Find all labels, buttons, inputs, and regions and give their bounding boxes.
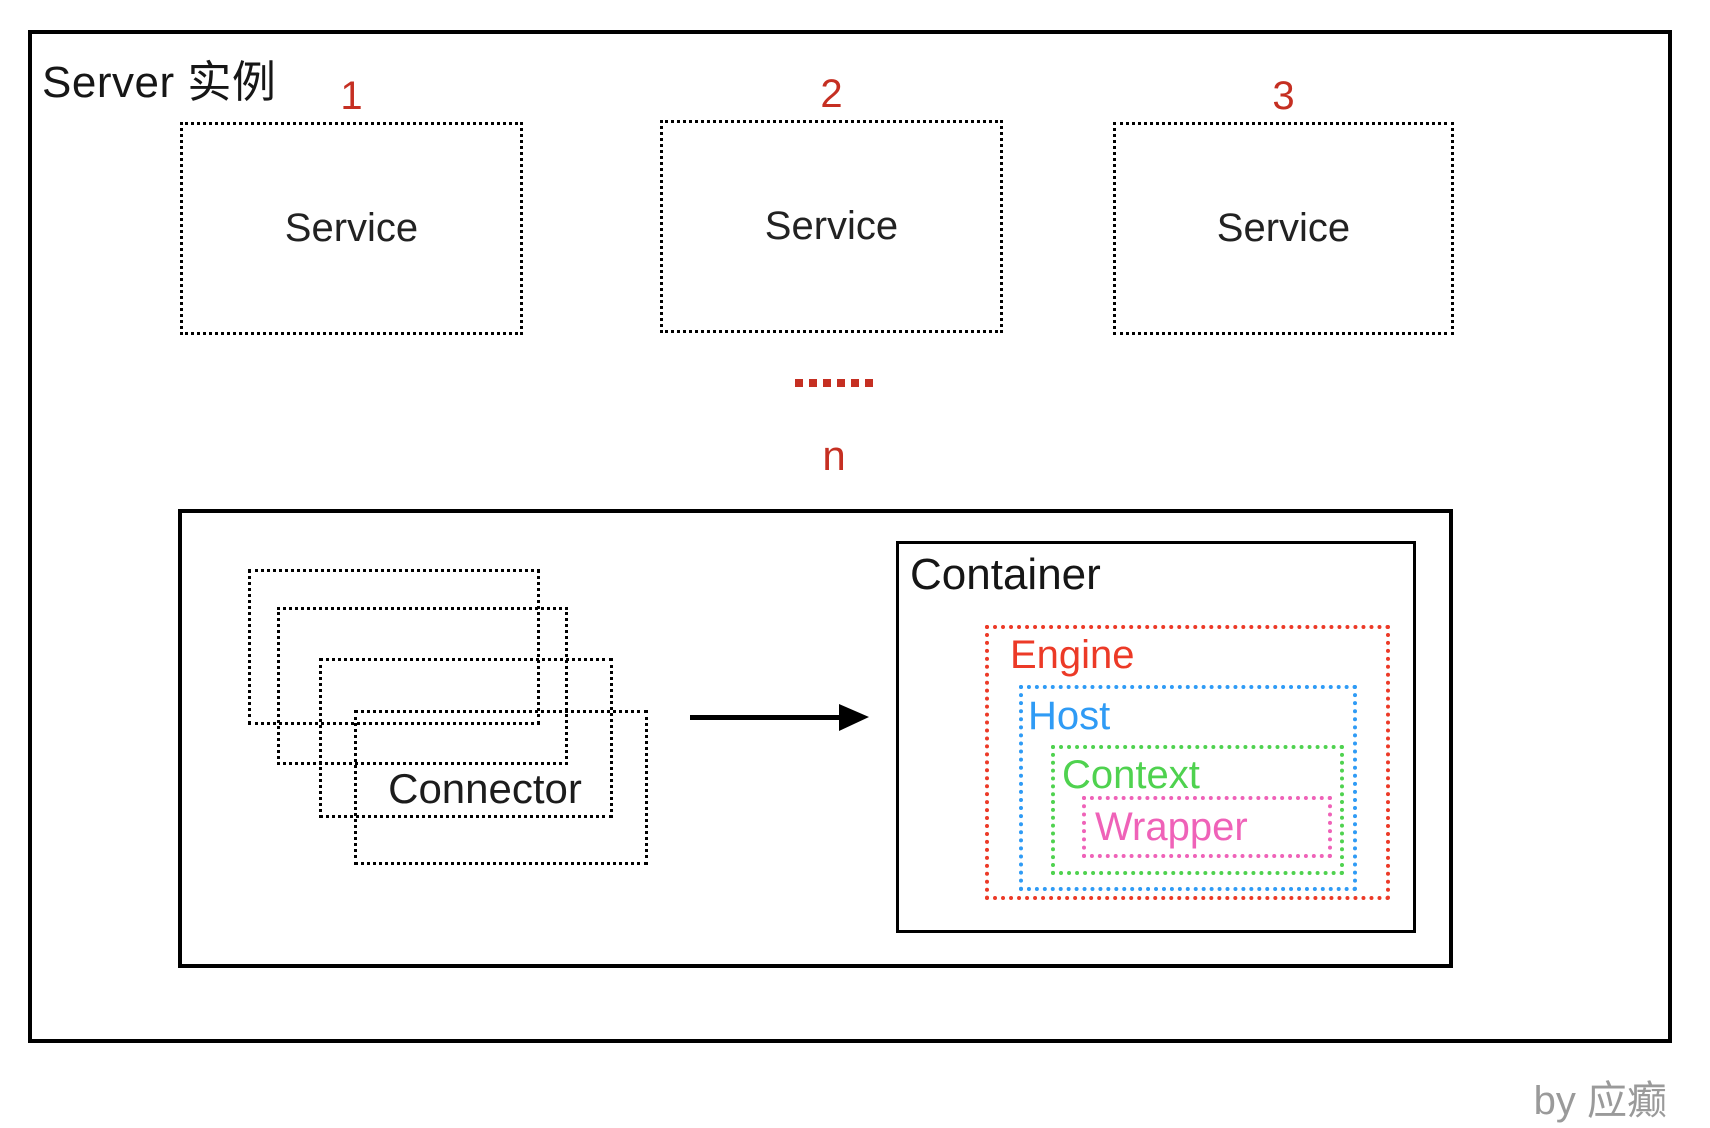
service-box-3: Service: [1113, 122, 1454, 335]
server-instance-label: Server 实例: [42, 58, 277, 107]
flow-arrow-icon: [690, 704, 870, 731]
container-box: Container Engine Host Context Wrapper: [896, 541, 1416, 933]
service-label-3: Service: [1216, 206, 1351, 250]
nth-service-index: n: [822, 432, 846, 479]
server-instance-box: Server 实例 1 Service 2 Service 3 Service: [28, 30, 1672, 1043]
service-box-2: Service: [660, 120, 1003, 333]
flow-arrow-line: [690, 715, 839, 720]
ellipsis-dot: [865, 379, 873, 387]
service-unit-3: 3 Service: [1113, 70, 1454, 335]
service-index-3: 3: [1272, 74, 1295, 118]
service-unit-2: 2 Service: [660, 68, 1003, 333]
engine-box: Engine Host Context Wrapper: [985, 625, 1390, 900]
host-label: Host: [1028, 694, 1111, 738]
service-index-1: 1: [340, 74, 363, 118]
engine-label: Engine: [1010, 633, 1135, 677]
connector-box-1: [248, 569, 540, 725]
credit-text: by 应癫: [1533, 1079, 1667, 1123]
service-label-1: Service: [284, 206, 419, 250]
service-detail-box: Connector Container Engine Host Context …: [178, 509, 1453, 968]
connector-box-3: [319, 658, 613, 818]
wrapper-box: Wrapper: [1082, 796, 1332, 858]
service-box-1: Service: [180, 122, 523, 335]
host-box: Host Context Wrapper: [1019, 685, 1357, 891]
connector-box-4: [354, 710, 648, 865]
ellipsis-dot: [809, 379, 817, 387]
ellipsis-dot: [823, 379, 831, 387]
service-label-2: Service: [764, 204, 899, 248]
ellipsis-dot: [837, 379, 845, 387]
ellipsis-dot: [795, 379, 803, 387]
ellipsis-dots: [795, 379, 873, 387]
flow-arrow-head: [839, 704, 869, 731]
context-label: Context: [1062, 753, 1200, 797]
service-index-2: 2: [820, 72, 843, 116]
connector-box-2: [277, 607, 568, 765]
ellipsis-dot: [851, 379, 859, 387]
container-label: Container: [910, 550, 1101, 599]
wrapper-label: Wrapper: [1095, 805, 1248, 849]
connector-label: Connector: [388, 765, 582, 812]
service-unit-1: 1 Service: [180, 70, 523, 335]
context-box: Context Wrapper: [1051, 745, 1344, 875]
